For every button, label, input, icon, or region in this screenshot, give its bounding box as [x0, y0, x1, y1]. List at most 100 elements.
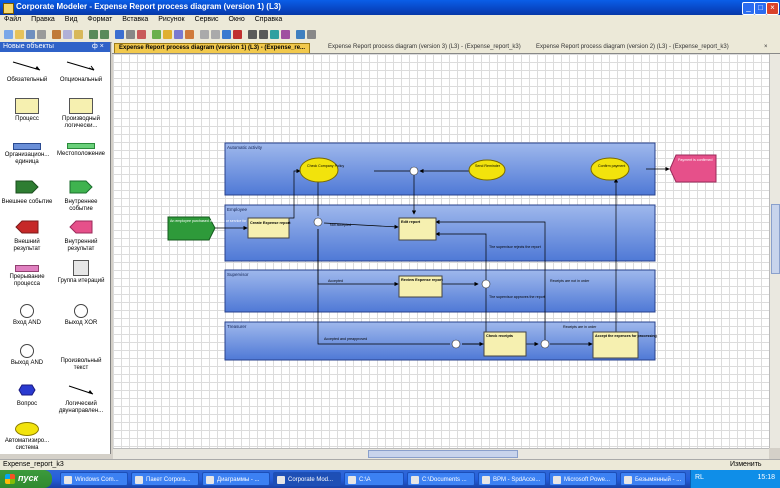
palette-label: Производный логически... — [62, 116, 100, 129]
system-confirm-payment[interactable] — [590, 157, 630, 181]
connector-icon[interactable] — [222, 30, 231, 39]
menu-edit[interactable]: Правка — [31, 16, 55, 23]
tab-version-1[interactable]: Expense Report process diagram (version … — [114, 43, 311, 53]
format-icon[interactable] — [248, 30, 257, 39]
menu-tools[interactable]: Сервис — [194, 16, 219, 23]
palette-derived-process[interactable]: Производный логически... — [55, 98, 107, 130]
lane-treasurer[interactable] — [224, 321, 656, 361]
process-edit-report[interactable] — [398, 217, 437, 241]
redo-icon[interactable] — [100, 30, 109, 39]
new-icon[interactable] — [4, 30, 13, 39]
help-icon[interactable] — [296, 30, 305, 39]
palette-question[interactable]: Вопрос — [1, 384, 53, 408]
process-accept-expenses-label: Accept the expences for processing — [595, 334, 657, 338]
save-icon[interactable] — [26, 30, 35, 39]
report-icon[interactable] — [281, 30, 290, 39]
palette-process[interactable]: Процесс — [1, 98, 53, 123]
tab-version-3[interactable]: Expense Report process diagram (version … — [328, 44, 521, 50]
paste-icon[interactable] — [74, 30, 83, 39]
task-corporate-pack[interactable]: Пакет Corpora... — [131, 472, 199, 486]
vertical-scroll-thumb[interactable] — [771, 204, 780, 274]
palette-header: Новые объекты ф × — [0, 42, 110, 52]
xor-gateway-receipts[interactable] — [540, 339, 550, 349]
task-untitled[interactable]: Безымянный - ... — [620, 472, 686, 486]
task-bpm[interactable]: BPM - SpdAcce... — [478, 472, 546, 486]
task-folder-a[interactable]: C:\А — [344, 472, 404, 486]
menu-window[interactable]: Окно — [228, 16, 245, 23]
palette-and-input[interactable]: Вход AND — [1, 304, 53, 327]
layout-icon[interactable] — [259, 30, 268, 39]
palette-optional-link[interactable]: Опциональный — [55, 60, 107, 84]
palette-external-event[interactable]: Внешнее событие — [1, 180, 53, 206]
lane-employee[interactable] — [224, 204, 656, 262]
vertical-scrollbar[interactable] — [769, 54, 780, 448]
palette-external-result[interactable]: Внешний результат — [1, 220, 53, 253]
distribute-icon[interactable] — [211, 30, 220, 39]
properties-icon[interactable] — [163, 30, 172, 39]
palette-internal-event[interactable]: Внутреннее событие — [55, 180, 107, 213]
stop-icon[interactable] — [233, 30, 242, 39]
palette-mandatory-link[interactable]: Обязательный — [1, 60, 53, 84]
palette-and-output[interactable]: Выход AND — [1, 344, 53, 367]
align-icon[interactable] — [200, 30, 209, 39]
start-button[interactable]: пуск — [0, 470, 52, 488]
close-button[interactable]: × — [766, 2, 779, 15]
task-powerpoint[interactable]: Microsoft Powe... — [549, 472, 617, 486]
task-documents[interactable]: C:\Documents ... — [407, 472, 475, 486]
export-icon[interactable] — [185, 30, 194, 39]
palette-internal-result[interactable]: Внутренний результат — [55, 220, 107, 253]
refresh-icon[interactable] — [270, 30, 279, 39]
palette-free-text[interactable]: Произвольный текст — [55, 358, 107, 372]
xor-gateway-review[interactable] — [481, 279, 491, 289]
palette-automated-system[interactable]: Автоматизиро... система — [1, 422, 53, 452]
palette-xor-output[interactable]: Выход XOR — [55, 304, 107, 327]
xor-gateway-policy[interactable] — [313, 217, 323, 227]
language-indicator[interactable]: RL — [695, 474, 704, 481]
process-check-receipts[interactable] — [483, 331, 527, 357]
menu-view[interactable]: Вид — [64, 16, 78, 23]
menu-help[interactable]: Справка — [254, 16, 283, 23]
task-diagrams[interactable]: Диаграммы - ... — [202, 472, 270, 486]
and-gateway-reminder[interactable] — [409, 166, 419, 176]
delete-icon[interactable] — [137, 30, 146, 39]
palette-pin-icon[interactable]: ф × — [92, 43, 104, 50]
start-event[interactable] — [167, 216, 216, 241]
cut-icon[interactable] — [52, 30, 61, 39]
check-icon[interactable] — [152, 30, 161, 39]
horizontal-scrollbar[interactable] — [113, 448, 769, 459]
horizontal-scroll-thumb[interactable] — [368, 450, 518, 458]
grid-icon[interactable] — [126, 30, 135, 39]
process-create-report[interactable] — [247, 217, 290, 239]
and-gateway-check-input[interactable] — [451, 339, 461, 349]
palette-org-unit[interactable]: Организацион... единица — [1, 143, 53, 166]
task-windows-com[interactable]: Windows Com... — [60, 472, 128, 486]
process-diagram: Automatic activity Employee Supervisor T… — [167, 142, 717, 361]
palette-bidirectional-link[interactable]: Логический двунаправлен... — [55, 384, 107, 415]
undo-icon[interactable] — [89, 30, 98, 39]
tab-close-icon[interactable]: × — [764, 44, 768, 50]
open-icon[interactable] — [15, 30, 24, 39]
app-icon — [482, 476, 490, 484]
model-icon[interactable] — [174, 30, 183, 39]
print-icon[interactable] — [37, 30, 46, 39]
toolbar — [0, 28, 780, 43]
process-review-report[interactable] — [398, 275, 443, 298]
menu-format[interactable]: Формат — [87, 16, 113, 23]
palette-process-break[interactable]: Прерывание процесса — [1, 260, 53, 288]
diagram-canvas[interactable]: Automatic activity Employee Supervisor T… — [113, 54, 769, 448]
system-send-reminder[interactable] — [468, 159, 506, 181]
copy-icon[interactable] — [63, 30, 72, 39]
menu-insert[interactable]: Вставка — [122, 16, 149, 23]
task-corporate-modeler[interactable]: Corporate Mod... — [273, 472, 341, 486]
task-label: Corporate Mod... — [288, 477, 334, 483]
pointer-icon[interactable] — [307, 30, 316, 39]
menu-file[interactable]: Файл — [4, 16, 22, 23]
process-accept-expenses[interactable] — [592, 331, 639, 359]
tab-version-2[interactable]: Expense Report process diagram (version … — [536, 44, 729, 50]
palette-location[interactable]: Местоположение — [55, 143, 107, 158]
palette-iteration-group[interactable]: Группа итераций — [55, 260, 107, 285]
zoom-icon[interactable] — [115, 30, 124, 39]
menu-drawing[interactable]: Рисунок — [158, 16, 185, 23]
end-event[interactable] — [669, 154, 717, 183]
system-check-policy[interactable] — [299, 157, 339, 183]
